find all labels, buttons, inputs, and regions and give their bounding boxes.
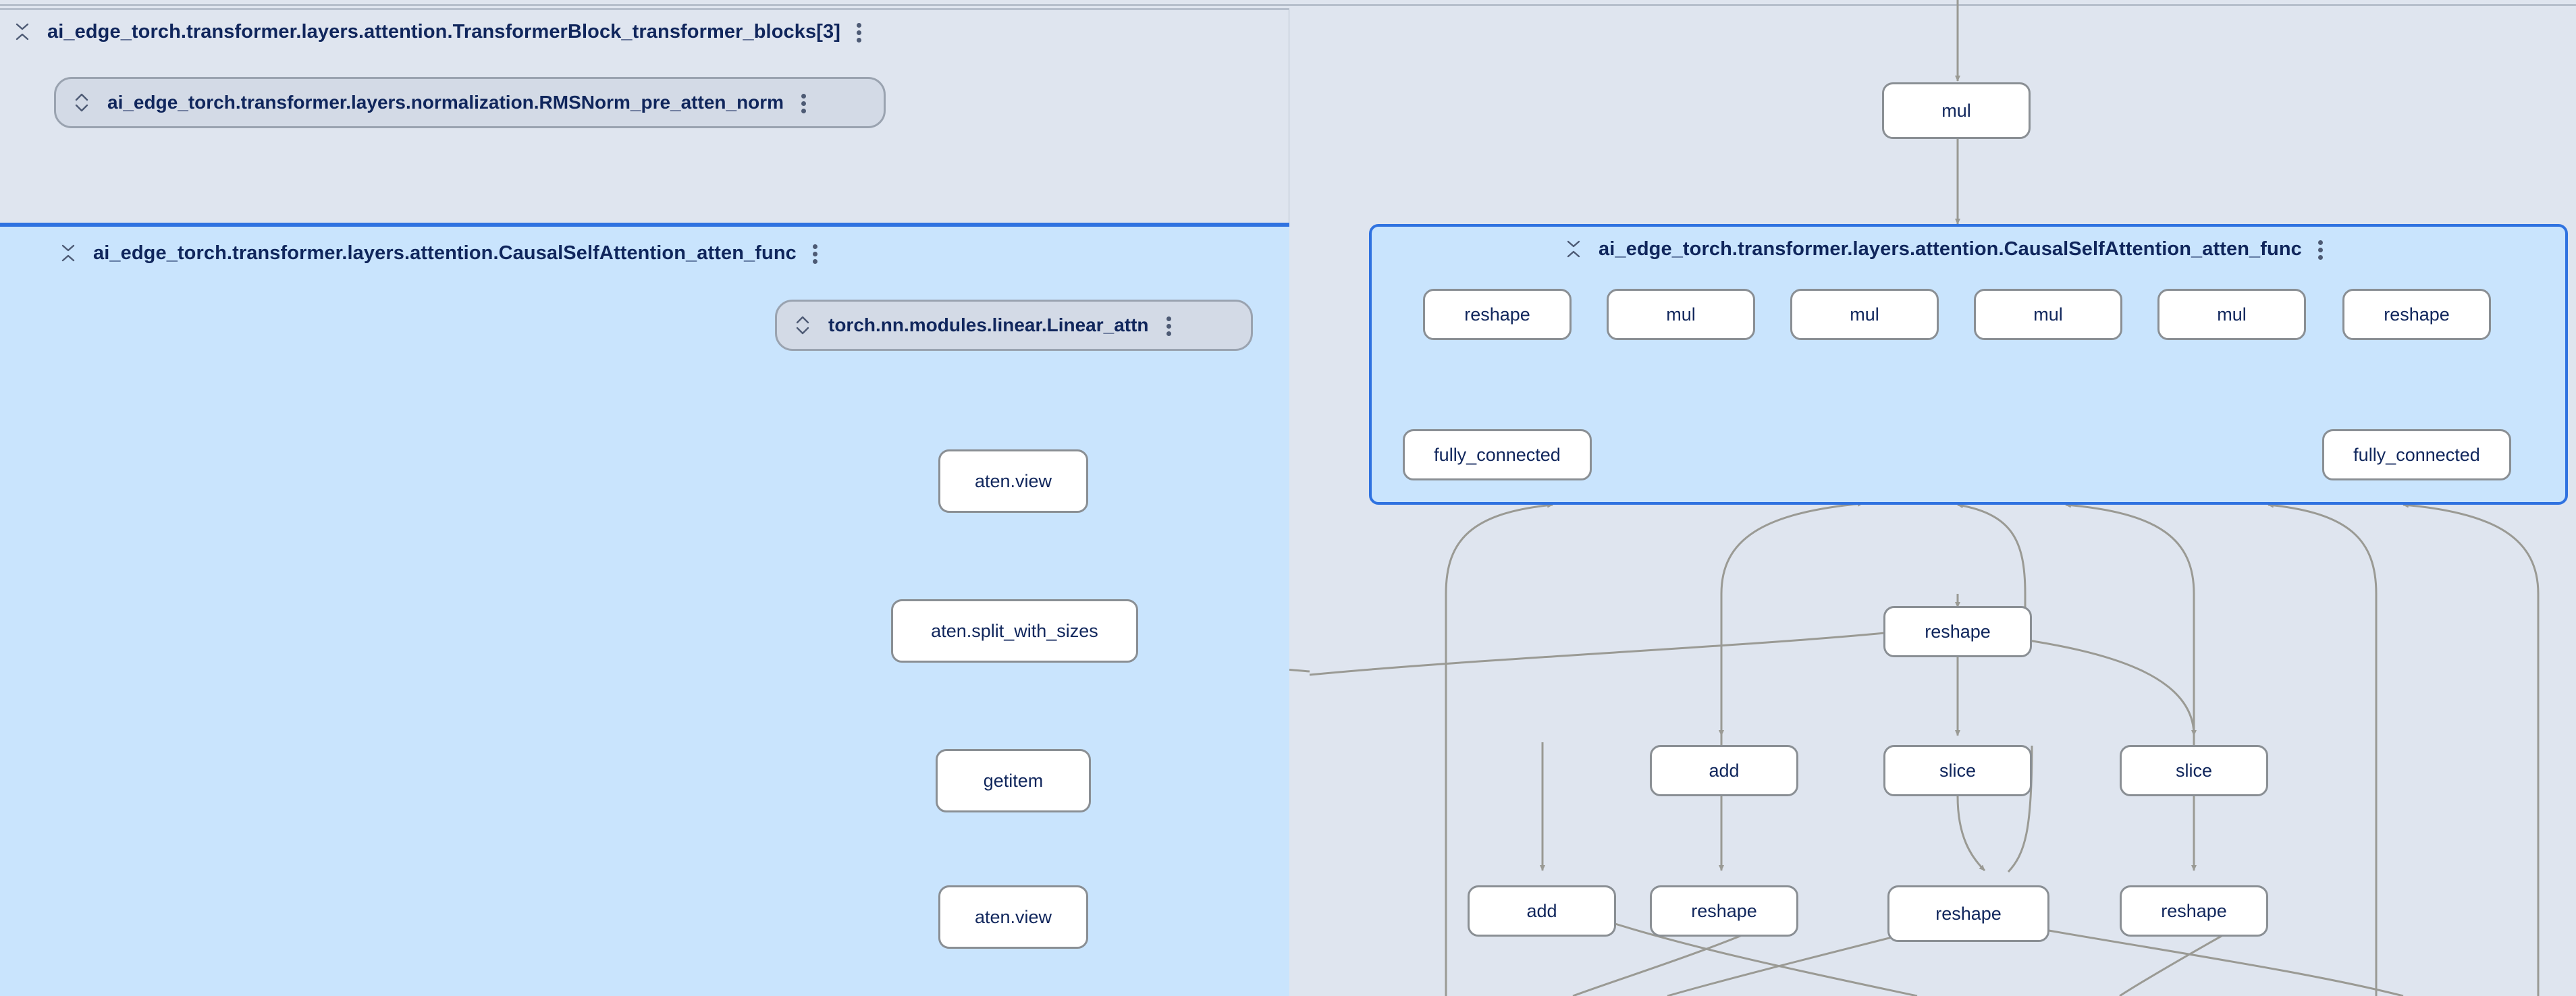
op-node-label: aten.split_with_sizes [931,620,1098,641]
op-node-aten-view-1[interactable]: aten.view [938,449,1088,513]
op-node-reshape-a[interactable]: reshape [1423,289,1572,340]
more-vert-icon[interactable] [812,242,820,265]
group-causal-self-attention-left-header[interactable]: ai_edge_torch.transformer.layers.attenti… [59,242,820,265]
op-node-add-a[interactable]: add [1650,745,1798,796]
op-node-label: getitem [983,770,1044,791]
group-causal-self-attention-right-label: ai_edge_torch.transformer.layers.attenti… [1599,238,2302,260]
op-node-label: reshape [1935,903,2002,924]
op-node-mul-top[interactable]: mul [1882,82,2031,139]
op-node-fully-connected-a[interactable]: fully_connected [1403,429,1592,480]
collapse-icon[interactable] [14,22,31,42]
op-node-reshape-d[interactable]: reshape [1650,885,1798,937]
op-node-label: slice [2175,760,2212,781]
op-node-reshape-b[interactable]: reshape [2342,289,2491,340]
op-node-label: aten.view [974,470,1052,491]
module-node-linear-attn[interactable]: torch.nn.modules.linear.Linear_attn [775,300,1253,351]
op-node-label: reshape [1691,900,1757,921]
op-node-add-b[interactable]: add [1468,885,1616,937]
op-node-slice-a[interactable]: slice [1883,745,2032,796]
op-node-aten-view-2[interactable]: aten.view [938,885,1088,949]
op-node-mul-b[interactable]: mul [1790,289,1939,340]
op-node-label: reshape [1464,304,1530,325]
op-node-fully-connected-b[interactable]: fully_connected [2322,429,2511,480]
op-node-mul-a[interactable]: mul [1607,289,1755,340]
op-node-reshape-f[interactable]: reshape [2120,885,2268,937]
module-node-rmsnorm[interactable]: ai_edge_torch.transformer.layers.normali… [54,77,886,128]
op-node-mul-d[interactable]: mul [2157,289,2306,340]
op-node-label: mul [2217,304,2247,325]
group-transformer-block-header[interactable]: ai_edge_torch.transformer.layers.attenti… [14,20,863,43]
op-node-getitem[interactable]: getitem [936,749,1091,812]
op-node-label: add [1709,760,1740,781]
module-node-rmsnorm-label: ai_edge_torch.transformer.layers.normali… [107,92,784,113]
expand-icon[interactable] [74,91,90,114]
op-node-slice-b[interactable]: slice [2120,745,2268,796]
op-node-label: add [1526,900,1557,921]
more-vert-icon[interactable] [801,91,808,114]
group-causal-self-attention-right-header[interactable]: ai_edge_torch.transformer.layers.attenti… [1565,238,2325,260]
op-node-label: fully_connected [1434,444,1561,465]
op-node-label: reshape [2161,900,2227,921]
op-node-label: fully_connected [2353,444,2480,465]
op-node-reshape-c[interactable]: reshape [1883,606,2032,657]
op-node-label: reshape [1925,621,1991,642]
collapse-icon[interactable] [1565,239,1582,259]
panel-divider [0,4,2576,6]
op-node-label: mul [2033,304,2063,325]
group-causal-self-attention-left-label: ai_edge_torch.transformer.layers.attenti… [93,242,797,264]
op-node-label: mul [1941,100,1971,121]
group-transformer-block-label: ai_edge_torch.transformer.layers.attenti… [47,20,840,43]
collapse-icon[interactable] [59,243,77,263]
more-vert-icon[interactable] [1166,314,1173,337]
module-node-linear-attn-label: torch.nn.modules.linear.Linear_attn [828,314,1149,335]
op-node-aten-split-with-sizes[interactable]: aten.split_with_sizes [891,599,1138,663]
op-node-label: aten.view [974,906,1052,927]
op-node-label: slice [1939,760,1976,781]
op-node-label: mul [1850,304,1879,325]
op-node-mul-c[interactable]: mul [1974,289,2122,340]
op-node-reshape-e[interactable]: reshape [1887,885,2049,942]
expand-icon[interactable] [795,314,811,337]
more-vert-icon[interactable] [2317,238,2325,260]
op-node-label: mul [1666,304,1696,325]
op-node-label: reshape [2384,304,2450,325]
more-vert-icon[interactable] [856,20,863,43]
